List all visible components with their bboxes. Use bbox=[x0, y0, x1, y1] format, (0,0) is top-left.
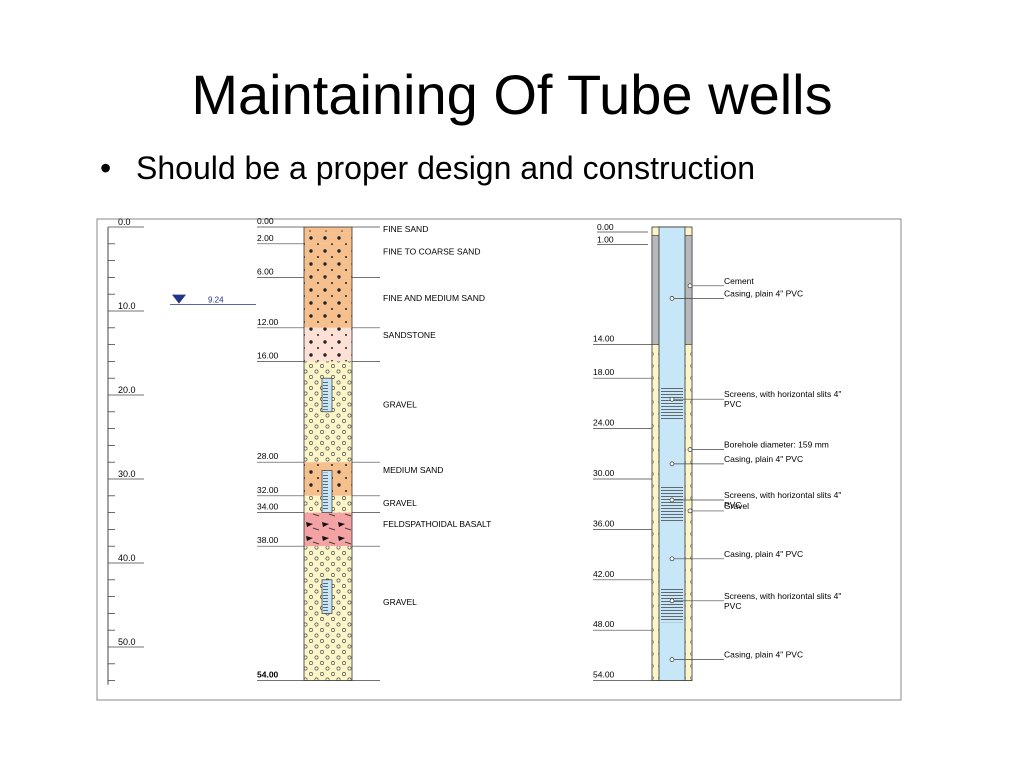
lithology-depth-label: 2.00 bbox=[257, 233, 274, 243]
scale-label: 30.0 bbox=[118, 469, 136, 479]
lithology-pattern bbox=[304, 277, 352, 328]
annotation-label: Casing, plain 4" PVC bbox=[724, 650, 803, 660]
lithology-depth-label: 16.00 bbox=[257, 350, 279, 360]
lithology-layer-name: GRAVEL bbox=[383, 400, 417, 410]
annotation-dot bbox=[687, 283, 693, 289]
construction-screen bbox=[661, 587, 683, 623]
annotation-label-cont: PVC bbox=[724, 399, 741, 409]
annotation-label: Casing, plain 4" PVC bbox=[724, 288, 803, 298]
annotation-label: Screens, with horizontal slits 4" bbox=[724, 389, 841, 399]
bullet-text: Should be a proper design and constructi… bbox=[136, 150, 756, 186]
construction-depth-label: 18.00 bbox=[593, 367, 615, 377]
lithology-screen-slits bbox=[323, 380, 328, 410]
annotation-label: Screens, with horizontal slits 4" bbox=[724, 591, 841, 601]
annotation-label: Borehole diameter: 159 mm bbox=[724, 440, 829, 450]
scale-label: 50.0 bbox=[118, 637, 136, 647]
lithology-screen-slits bbox=[323, 581, 328, 612]
lithology-layer-name: FINE SAND bbox=[383, 224, 428, 234]
scale-label: 40.0 bbox=[118, 553, 136, 563]
annotation-dot bbox=[669, 598, 675, 604]
lithology-outline bbox=[303, 226, 353, 682]
annotation-label: Gravel bbox=[724, 501, 749, 511]
annotation-label: Casing, plain 4" PVC bbox=[724, 454, 803, 464]
lithology-depth-label: 34.00 bbox=[257, 502, 279, 512]
annotation-dot bbox=[669, 461, 675, 467]
depth-scale: 0.0 10.0 20.0 30.0 40.0 50.0 bbox=[107, 217, 144, 685]
lithology-layer-name: FINE AND MEDIUM SAND bbox=[383, 293, 485, 303]
annotation-label: Cement bbox=[724, 276, 754, 286]
scale-label: 10.0 bbox=[118, 301, 136, 311]
lithology-pattern bbox=[304, 243, 352, 278]
annotation-dot bbox=[687, 508, 693, 514]
construction-screen bbox=[661, 487, 683, 522]
lithology-pattern bbox=[304, 512, 352, 547]
bullet-dot: • bbox=[100, 150, 112, 186]
construction-depth-label: 14.00 bbox=[593, 334, 615, 344]
lithology-depth-label: 28.00 bbox=[257, 451, 279, 461]
construction-screen bbox=[661, 386, 683, 421]
construction-depth-label: 36.00 bbox=[593, 518, 615, 528]
annotation-dot bbox=[669, 396, 675, 402]
water-level-label: 9.24 bbox=[208, 296, 224, 305]
annotation-label: Casing, plain 4" PVC bbox=[724, 549, 803, 559]
annotation-label: Screens, with horizontal slits 4" bbox=[724, 490, 841, 500]
lithology-layer-name: GRAVEL bbox=[383, 597, 417, 607]
construction-depth-label: 54.00 bbox=[593, 670, 615, 680]
scale-label: 0.0 bbox=[118, 217, 131, 227]
lithology-depth-label: 6.00 bbox=[257, 266, 274, 276]
bullet-item: • Should be a proper design and construct… bbox=[100, 146, 755, 190]
diagram-frame bbox=[96, 218, 902, 701]
lithology-pattern bbox=[304, 327, 352, 362]
lithology-depth-label: 12.00 bbox=[257, 317, 279, 327]
lithology-depth-label: 38.00 bbox=[257, 535, 279, 545]
construction-depth-label: 24.00 bbox=[593, 418, 615, 428]
annotation-label-cont: PVC bbox=[724, 500, 741, 510]
slide-title: Maintaining Of Tube wells bbox=[191, 63, 833, 126]
annotation-dot bbox=[669, 556, 675, 562]
lithology-pattern bbox=[304, 232, 352, 244]
construction-depth-label: 30.00 bbox=[593, 468, 615, 478]
construction-depth-label: 48.00 bbox=[593, 619, 615, 629]
lithology-screen-slits bbox=[323, 472, 328, 511]
lithology-layer-name: SANDSTONE bbox=[383, 330, 436, 340]
lithology-depth-label: 54.00 bbox=[257, 670, 279, 680]
lithology-column: 0.00 2.00 6.00 12.00 16.00 28.00 32.00 34.00 38.… bbox=[257, 216, 491, 682]
annotation-dot bbox=[669, 497, 675, 503]
lithology-layer-name: FINE TO COARSE SAND bbox=[383, 247, 480, 257]
annotation-dot bbox=[669, 296, 675, 301]
water-level-triangle bbox=[172, 294, 186, 304]
lithology-layer-name: MEDIUM SAND bbox=[383, 465, 443, 475]
lithology-depth-label: 32.00 bbox=[257, 485, 279, 495]
lithology-layer-name: FELDSPATHOIDAL BASALT bbox=[383, 519, 491, 529]
well-construction-column: 0.00 1.00 14.00 18.00 24.00 30.00 36.00 42.00 48… bbox=[593, 222, 841, 682]
lithology-depth-label: 0.00 bbox=[257, 216, 274, 226]
annotation-label-cont: PVC bbox=[724, 601, 741, 611]
scale-label: 20.0 bbox=[118, 385, 136, 395]
annotation-dot bbox=[687, 447, 693, 452]
annotation-dot bbox=[669, 657, 675, 662]
construction-depth-label: 1.00 bbox=[597, 234, 614, 244]
lithology-layer-name: GRAVEL bbox=[383, 498, 417, 508]
lithology-pattern bbox=[304, 227, 352, 233]
water-level-marker: 9.24 bbox=[170, 294, 256, 306]
construction-depth-label: 42.00 bbox=[593, 569, 615, 579]
construction-depth-label: 0.00 bbox=[597, 222, 614, 232]
